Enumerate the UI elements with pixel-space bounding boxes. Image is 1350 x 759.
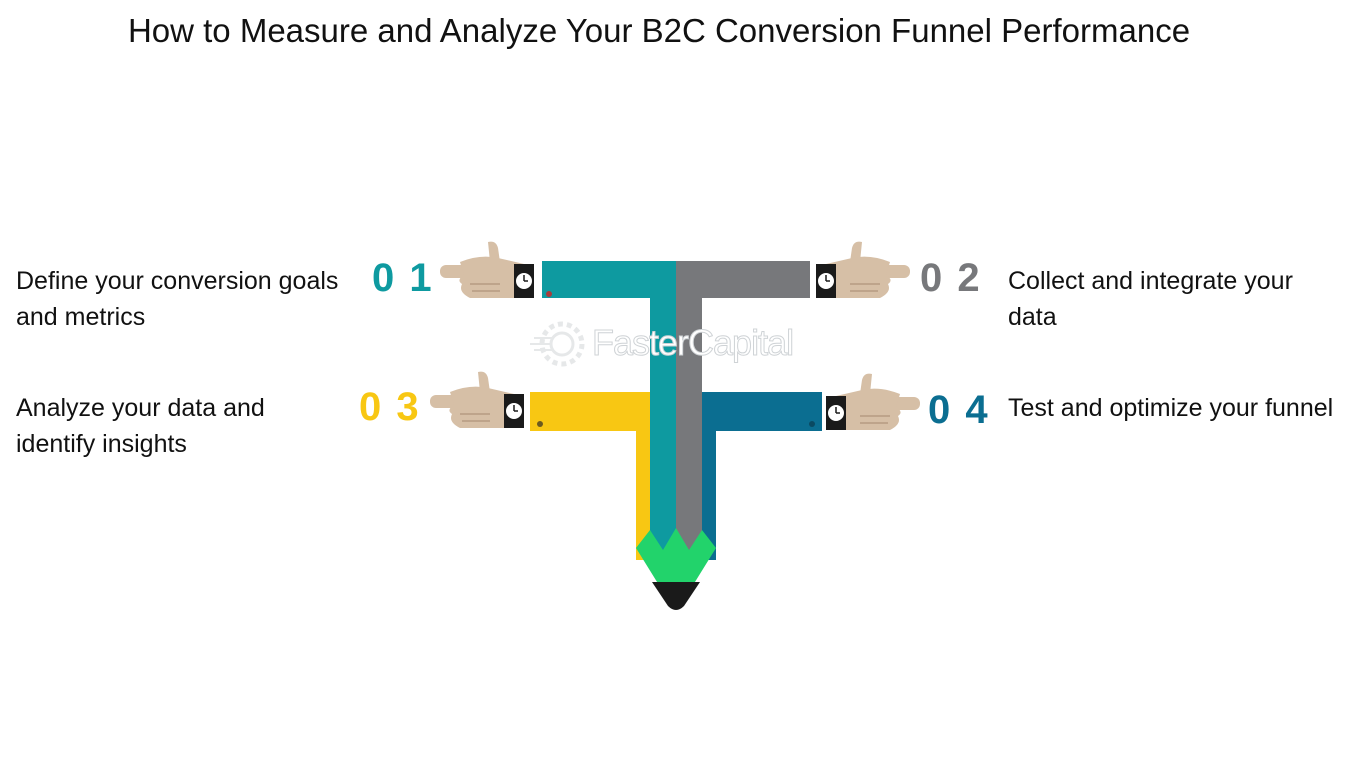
step-4-label: Test and optimize your funnel [1008,394,1334,422]
pointing-hand-icon [816,241,910,298]
watermark-logo: FasterCapital [591,322,794,364]
page-title: How to Measure and Analyze Your B2C Conv… [127,12,1191,49]
pointing-hand-icon [826,373,920,430]
step-3-number: 0 3 [359,385,421,429]
step-2-label: Collect and integrate your data [1008,267,1293,331]
step-3-bar [530,392,650,560]
pencil-icon [636,528,716,610]
step-1-number: 0 1 [372,256,434,300]
step-3-label: Analyze your data and identify insights [16,394,265,458]
step-2-number: 0 2 [920,256,982,300]
step-4-bar [700,392,822,560]
pointing-hand-icon [430,371,524,428]
step-1-bar [540,261,676,560]
step-2-bar [676,261,810,560]
gear-logo-icon [530,321,585,367]
step-4-number: 0 4 [928,388,990,432]
pointing-hand-icon [440,241,542,302]
step-1-label: Define your conversion goals and metrics [16,267,339,331]
